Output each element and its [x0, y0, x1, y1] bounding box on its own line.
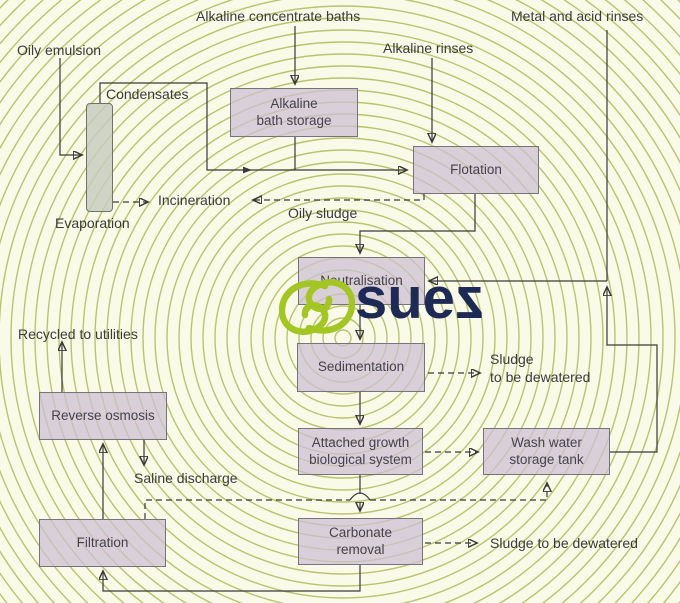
suez-swirl-icon [279, 279, 355, 335]
arrow-oily-emulsion-to-evaporator [59, 58, 81, 155]
label-recycled-to-utilities: Recycled to utilities [18, 326, 138, 342]
node-evaporator-column [86, 103, 113, 212]
arrow-carbonate-to-filtration [103, 565, 361, 592]
dashed-arrow-oily-sludge-to-incineration [254, 194, 425, 200]
arrow-flotation-to-neutralisation [360, 194, 476, 252]
node-carbonate-removal: Carbonate removal [298, 518, 423, 565]
label-oily-sludge: Oily sludge [288, 205, 358, 221]
node-attached-growth-biological-system: Attached growth biological system [298, 428, 423, 475]
label-metal-and-acid-rinses: Metal and acid rinses [511, 8, 644, 24]
label-oily-emulsion: Oily emulsion [17, 42, 102, 58]
suez-logo: suez [279, 266, 504, 339]
label-evaporation: Evaporation [55, 215, 130, 231]
label-saline-discharge: Saline discharge [134, 470, 238, 486]
label-sludge-to-be-dewatered-bottom: Sludge to be dewatered [490, 535, 638, 551]
node-wash-water-storage-tank: Wash water storage tank [483, 428, 610, 475]
label-condensates: Condensates [106, 86, 189, 102]
label-alkaline-rinses: Alkaline rinses [383, 40, 474, 56]
label-incineration: Incineration [158, 192, 231, 208]
node-flotation: Flotation [413, 146, 539, 194]
label-sludge-to-be-dewatered-mid: Sludge to be dewatered [490, 351, 591, 386]
mid-arrowhead-condensates-line [243, 166, 252, 174]
node-filtration: Filtration [39, 519, 166, 567]
node-reverse-osmosis: Reverse osmosis [39, 392, 167, 440]
arrow-condensates-to-flotation [99, 82, 406, 170]
label-alkaline-concentrate-baths: Alkaline concentrate baths [196, 8, 361, 24]
dashed-line-filtration-recycle-left [144, 499, 350, 519]
node-sedimentation: Sedimentation [297, 343, 425, 392]
line-bridge-hop [349, 492, 371, 501]
suez-wordmark: suez [355, 266, 484, 331]
node-alkaline-bath-storage: Alkaline bath storage [230, 88, 358, 137]
arrow-tank-loop-to-neutralisation [607, 288, 658, 453]
dashed-arrow-recycle-to-tank [370, 484, 547, 501]
